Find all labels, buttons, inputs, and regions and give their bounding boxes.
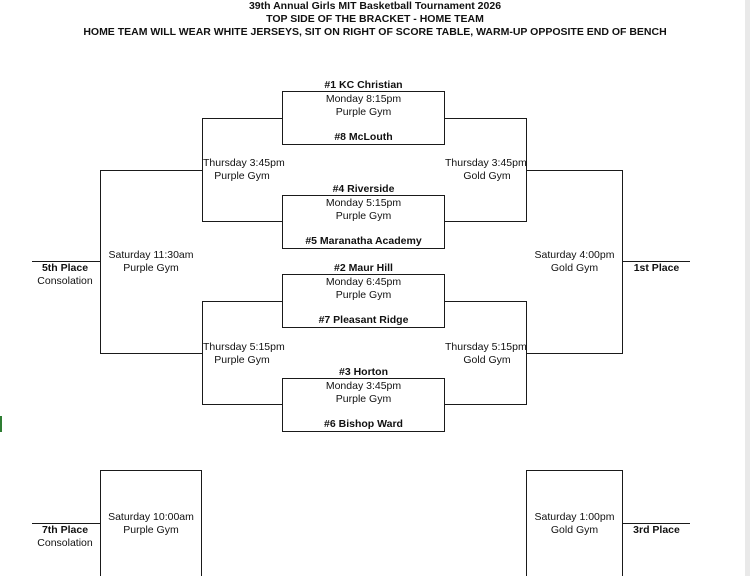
fifth-consolation-label: Consolation <box>37 275 93 287</box>
left-semi1-bottom-line <box>202 221 282 222</box>
right-semi2-top-line <box>445 301 526 302</box>
third-game-gym: Gold Gym <box>550 524 599 536</box>
fifth-game-vertical <box>100 170 101 354</box>
game4-bottom-team: #6 Bishop Ward <box>324 418 403 430</box>
game2-left-line <box>282 195 283 249</box>
right-semi2-gym: Gold Gym <box>463 354 511 366</box>
championship-time: Saturday 4:00pm <box>534 249 615 261</box>
championship-bottom-line <box>526 353 623 354</box>
seventh-game-right-vertical <box>201 470 202 576</box>
game1-gym: Purple Gym <box>335 106 392 118</box>
game4-bottom-line <box>282 431 445 432</box>
third-game-top-line <box>526 470 623 471</box>
game1-time: Monday 8:15pm <box>325 93 402 105</box>
seventh-game-gym: Purple Gym <box>123 524 179 536</box>
championship-vertical <box>622 170 623 354</box>
game3-right-line <box>444 274 445 328</box>
fifth-place-label: 5th Place <box>41 262 89 274</box>
game1-bottom-line <box>282 144 445 145</box>
third-game-time: Saturday 1:00pm <box>534 511 615 523</box>
third-game-left-vertical <box>526 470 527 576</box>
game3-bottom-team: #7 Pleasant Ridge <box>318 314 409 326</box>
game4-gym: Purple Gym <box>335 393 392 405</box>
championship-gym: Gold Gym <box>550 262 599 274</box>
seventh-game-vertical <box>100 470 101 576</box>
game1-right-line <box>444 91 445 145</box>
right-semi2-bottom-line <box>445 404 526 405</box>
game4-left-line <box>282 378 283 432</box>
game2-bottom-line <box>282 248 445 249</box>
left-semi2-bottom-line <box>202 404 282 405</box>
left-semi1-time: Thursday 3:45pm <box>203 157 285 169</box>
left-semi1-gym: Purple Gym <box>214 170 270 182</box>
right-semi1-gym: Gold Gym <box>463 170 511 182</box>
game2-gym: Purple Gym <box>335 210 392 222</box>
bracket-subtitle: TOP SIDE OF THE BRACKET - HOME TEAM <box>266 13 484 25</box>
left-semi2-gym: Purple Gym <box>214 354 270 366</box>
seventh-place-label: 7th Place <box>41 524 89 536</box>
game3-top-line <box>282 274 445 275</box>
fifth-game-top-line <box>100 170 202 171</box>
game1-left-line <box>282 91 283 145</box>
fifth-game-gym: Purple Gym <box>123 262 179 274</box>
game2-right-line <box>444 195 445 249</box>
third-place-label: 3rd Place <box>633 524 680 536</box>
game4-top-line <box>282 378 445 379</box>
fifth-game-bottom-line <box>100 353 202 354</box>
game1-bottom-team: #8 McLouth <box>334 131 393 143</box>
fifth-place-line <box>32 261 100 262</box>
game2-top-team: #4 Riverside <box>332 183 395 195</box>
game3-bottom-line <box>282 327 445 328</box>
seventh-consolation-label: Consolation <box>37 537 93 549</box>
right-semi2-time: Thursday 5:15pm <box>445 341 527 353</box>
right-semi1-time: Thursday 3:45pm <box>445 157 527 169</box>
seventh-game-top-line <box>100 470 202 471</box>
home-team-instructions: HOME TEAM WILL WEAR WHITE JERSEYS, SIT O… <box>83 26 667 38</box>
third-place-line <box>622 523 690 524</box>
seventh-game-time: Saturday 10:00am <box>108 511 194 523</box>
left-semi1-vertical <box>202 118 203 222</box>
game2-top-line <box>282 195 445 196</box>
left-semi2-time: Thursday 5:15pm <box>203 341 285 353</box>
game2-bottom-team: #5 Maranatha Academy <box>305 235 422 247</box>
right-semi1-bottom-line <box>445 221 526 222</box>
left-edge-marker <box>0 416 2 432</box>
game4-time: Monday 3:45pm <box>325 380 402 392</box>
game4-right-line <box>444 378 445 432</box>
left-semi2-top-line <box>202 301 282 302</box>
first-place-line <box>622 261 690 262</box>
tournament-title: 39th Annual Girls MIT Basketball Tournam… <box>248 0 502 12</box>
game2-time: Monday 5:15pm <box>325 197 402 209</box>
left-semi2-vertical <box>202 301 203 405</box>
game1-top-team: #1 KC Christian <box>324 79 403 91</box>
left-semi1-top-line <box>202 118 282 119</box>
right-semi1-top-line <box>445 118 526 119</box>
fifth-game-time: Saturday 11:30am <box>108 249 194 261</box>
seventh-place-line <box>32 523 100 524</box>
game3-left-line <box>282 274 283 328</box>
game1-top-line <box>282 91 445 92</box>
championship-top-line <box>526 170 623 171</box>
game3-gym: Purple Gym <box>335 289 392 301</box>
first-place-label: 1st Place <box>633 262 680 274</box>
game3-time: Monday 6:45pm <box>325 276 402 288</box>
game4-top-team: #3 Horton <box>338 366 388 378</box>
right-edge-shadow <box>745 0 750 576</box>
game3-top-team: #2 Maur Hill <box>334 262 393 274</box>
